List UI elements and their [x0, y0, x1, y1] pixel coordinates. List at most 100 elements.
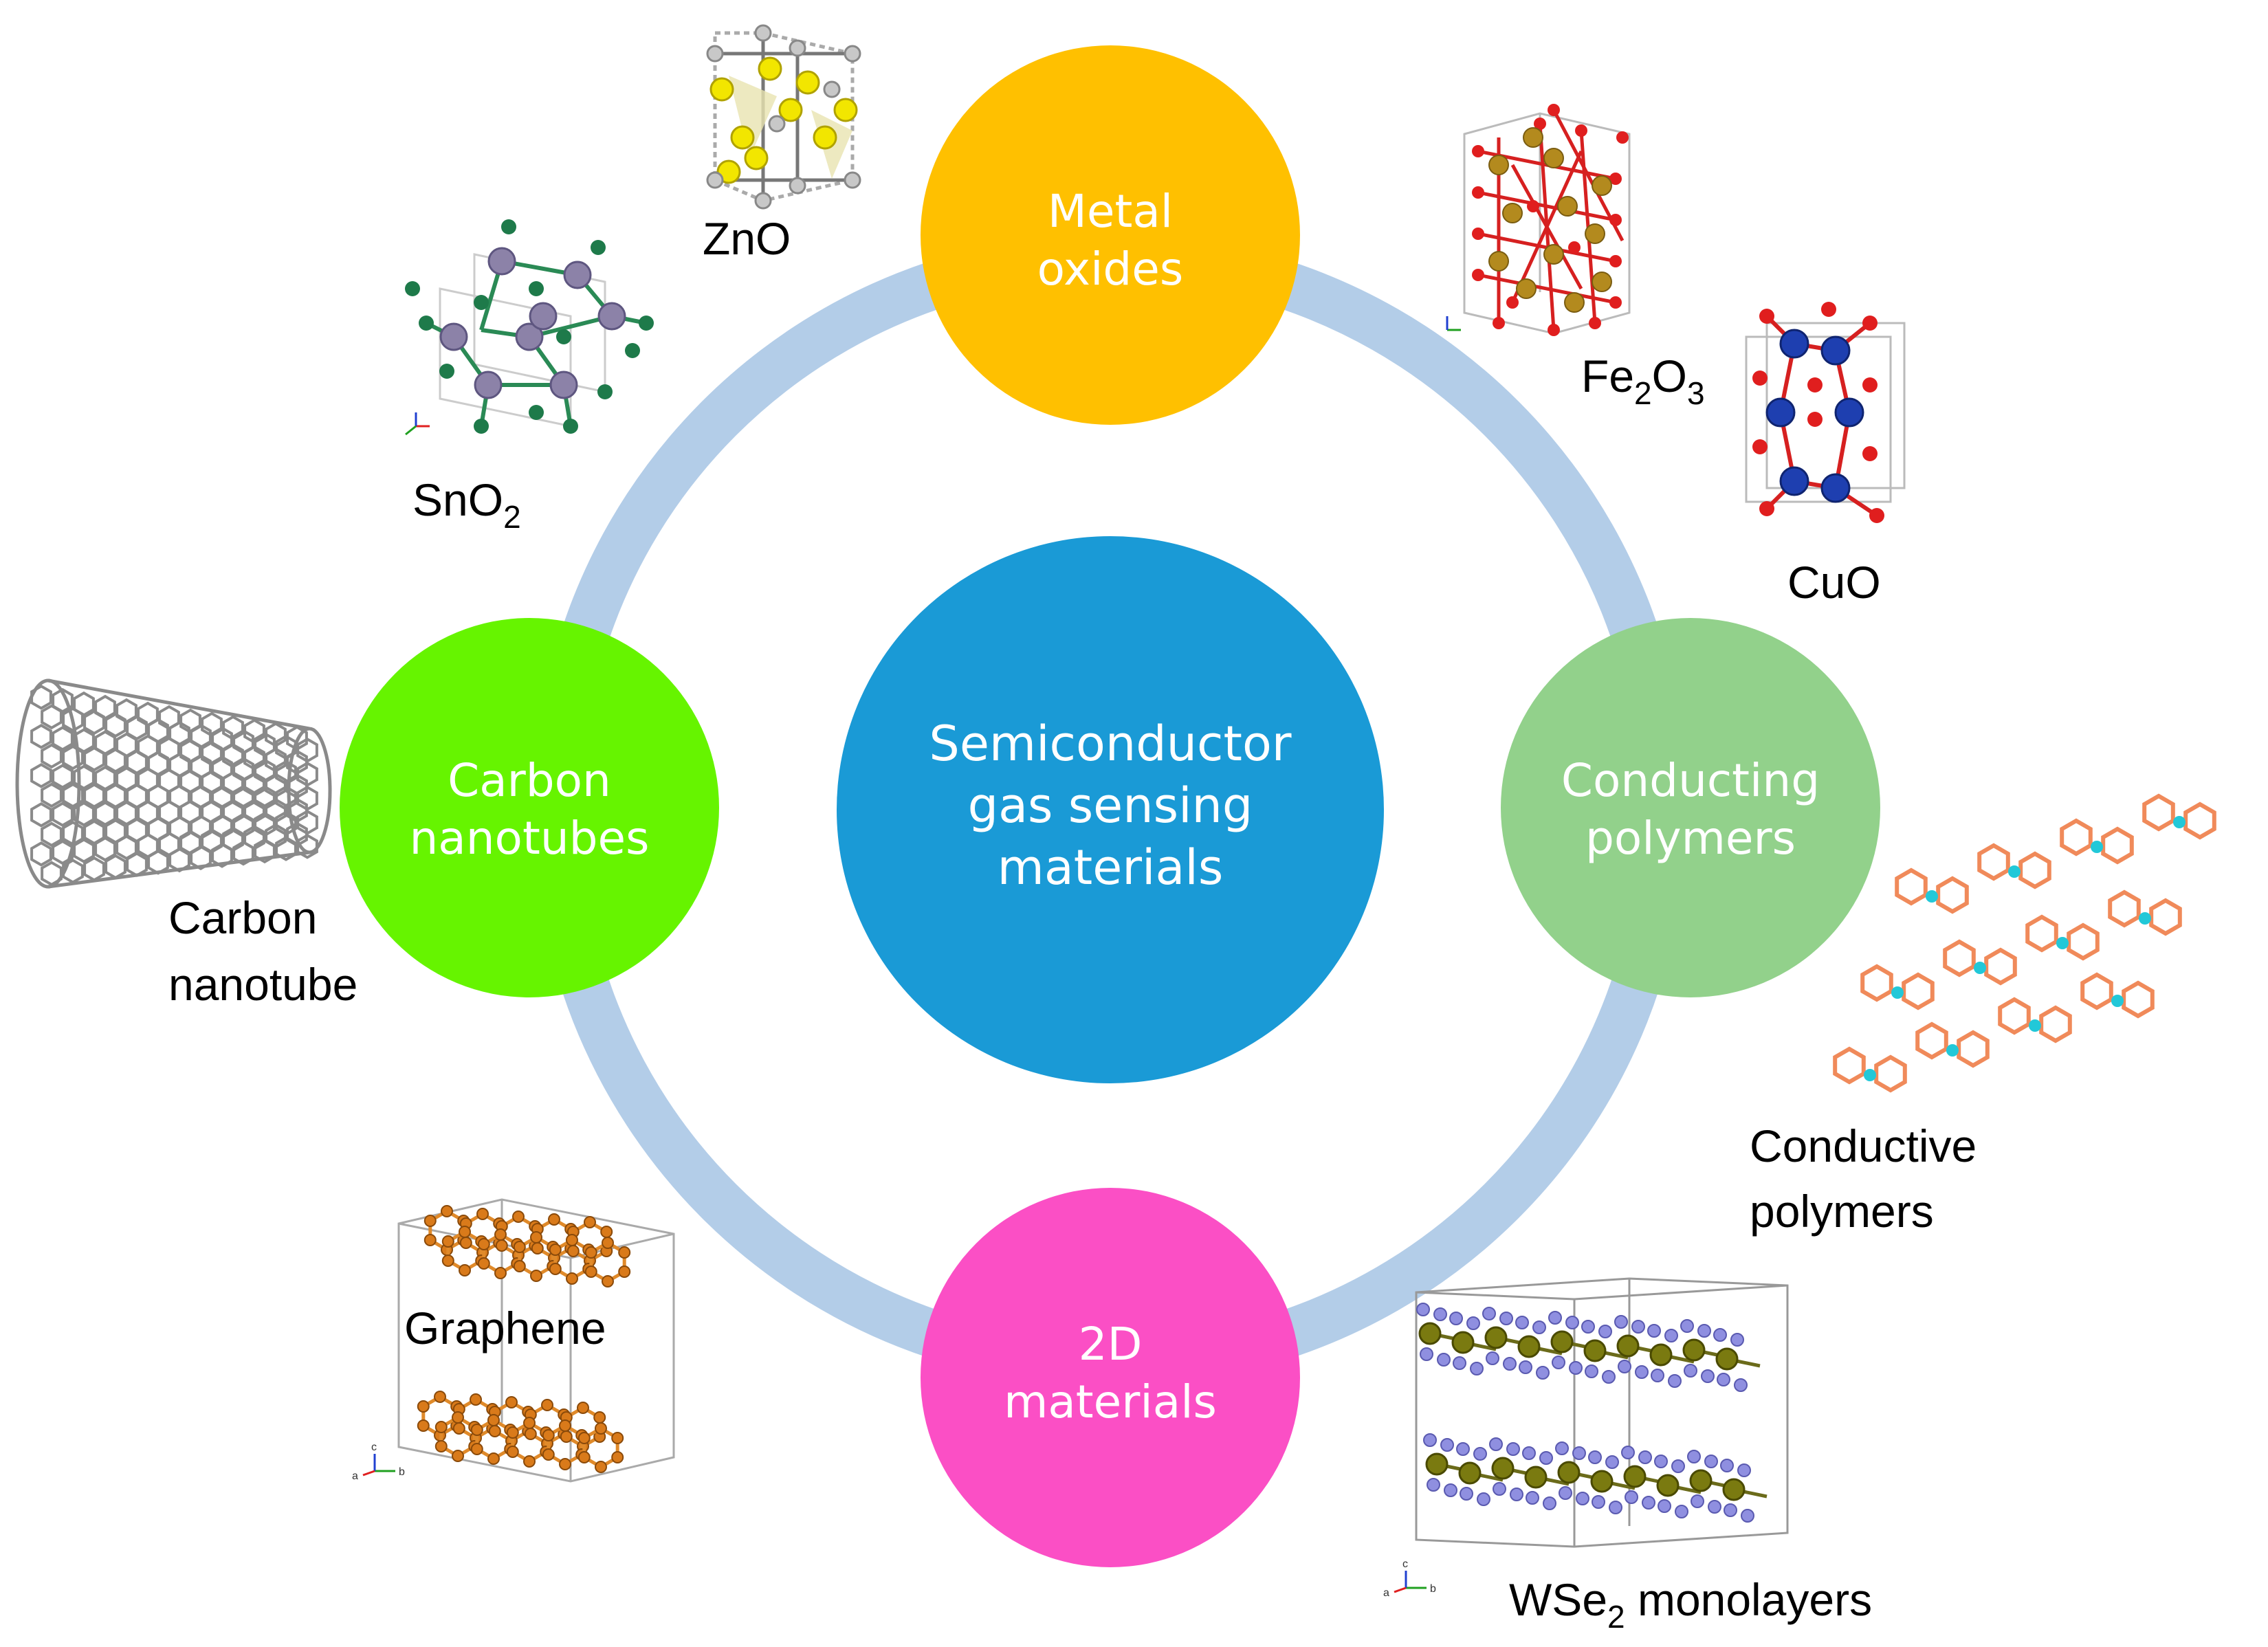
- carbon-atom: [417, 1400, 430, 1413]
- se-atom: [1466, 1316, 1480, 1330]
- nitrogen-atom: [1926, 890, 1938, 903]
- nanotube-hexagon: [41, 743, 63, 769]
- carbon-atom: [542, 1429, 555, 1441]
- carbon-atom: [487, 1414, 500, 1426]
- se-atom: [1427, 1478, 1440, 1492]
- carbon-atom: [602, 1237, 614, 1249]
- nanotube-hexagon: [52, 802, 74, 828]
- conducting-polymers-label-line1: Conducting: [1561, 754, 1820, 807]
- nanotube-hexagon: [52, 764, 74, 789]
- w-atom: [1425, 1452, 1449, 1476]
- se-atom: [1506, 1442, 1520, 1456]
- nitrogen-atom: [2111, 995, 2124, 1007]
- carbon-atom: [595, 1461, 607, 1473]
- nanotube-hexagon: [126, 852, 148, 877]
- se-atom: [1713, 1328, 1727, 1342]
- se-atom: [1489, 1437, 1503, 1451]
- polymer-ring: [2101, 826, 2134, 865]
- se-atom: [1691, 1494, 1704, 1508]
- se-atom: [1543, 1496, 1556, 1510]
- nanotube-hexagon: [52, 687, 74, 714]
- carbon-atom: [470, 1393, 482, 1406]
- se-atom: [1569, 1361, 1583, 1375]
- carbon-atom: [495, 1239, 508, 1252]
- nanotube-hexagon: [168, 847, 190, 873]
- center-label-line1: Semiconductor: [929, 716, 1291, 772]
- carbon-atom: [434, 1391, 446, 1403]
- nitrogen-atom: [2029, 1019, 2041, 1032]
- se-atom: [1499, 1312, 1513, 1325]
- nanotube-hexagon: [30, 684, 52, 710]
- se-atom: [1602, 1370, 1616, 1384]
- conducting-polymers-label-line2: polymers: [1585, 812, 1796, 865]
- carbon-atom: [459, 1264, 471, 1276]
- carbon-atom: [470, 1424, 483, 1436]
- nanotube-hexagon: [211, 784, 233, 810]
- polymer-ring: [1977, 843, 2010, 881]
- polymer-ring: [2142, 793, 2175, 832]
- nitrogen-atom: [1974, 962, 1986, 974]
- se-atom: [1730, 1333, 1744, 1347]
- se-atom: [1576, 1492, 1589, 1505]
- carbon-atom: [566, 1272, 578, 1285]
- carbon-atom: [577, 1432, 591, 1444]
- nanotube-hexagon: [211, 813, 233, 839]
- carbon-atom: [523, 1417, 536, 1429]
- se-atom: [1687, 1450, 1701, 1463]
- carbon-atom: [505, 1396, 518, 1408]
- wse2-axis-c: c: [1402, 1558, 1408, 1570]
- nitrogen-atom: [2139, 912, 2151, 925]
- carbon-atom: [423, 1234, 437, 1246]
- se-atom: [1477, 1492, 1490, 1506]
- se-atom: [1717, 1373, 1730, 1386]
- center-circle: [837, 536, 1384, 1083]
- carbon-atom: [417, 1419, 430, 1432]
- nanotube-hexagon: [62, 707, 84, 733]
- carbon-atom: [584, 1246, 597, 1259]
- carbon-atom: [530, 1270, 542, 1282]
- se-atom: [1581, 1320, 1595, 1334]
- carbon-nanotube-label-line1: Carbon: [168, 892, 317, 943]
- w-atom: [1458, 1461, 1482, 1485]
- nanotube-hexagon: [41, 821, 63, 848]
- se-atom: [1486, 1351, 1499, 1365]
- carbon-atom: [549, 1243, 562, 1256]
- carbon-atom: [523, 1455, 536, 1468]
- polymer-ring: [1833, 1046, 1866, 1085]
- se-atom: [1470, 1362, 1484, 1375]
- carbon-atom: [560, 1430, 573, 1443]
- node-carbon-nanotubes: Carbon nanotubes: [340, 618, 719, 997]
- carbon-atom: [513, 1241, 526, 1253]
- carbon-atom: [512, 1211, 525, 1223]
- polymer-ring: [2183, 802, 2216, 840]
- nanotube-hexagon: [73, 728, 95, 753]
- w-atom: [1451, 1331, 1475, 1354]
- carbon-atom: [584, 1265, 597, 1278]
- polymer-ring: [2039, 1005, 2072, 1043]
- se-atom: [1680, 1319, 1694, 1333]
- se-atom: [1460, 1487, 1473, 1501]
- carbon-atom: [459, 1226, 471, 1238]
- graphene-axis-b: b: [399, 1466, 405, 1478]
- se-atom: [1548, 1311, 1562, 1325]
- nanotube-hexagon: [62, 820, 84, 846]
- graphene-sheet: [423, 1205, 631, 1287]
- w-atom: [1616, 1334, 1640, 1358]
- polymer-ring: [1998, 997, 2031, 1035]
- nitrogen-atom: [1946, 1044, 1959, 1057]
- se-atom: [1724, 1503, 1737, 1517]
- nanotube-hexagon: [30, 841, 52, 867]
- carbon-atom: [559, 1419, 571, 1432]
- carbon-atom: [548, 1213, 560, 1226]
- polymer-ring: [2080, 972, 2113, 1010]
- polymer-ring: [2149, 898, 2182, 936]
- carbon-atom: [542, 1448, 555, 1461]
- se-atom: [1433, 1307, 1447, 1321]
- 2d-materials-label-line1: 2D: [1079, 1318, 1143, 1371]
- carbon-atom: [477, 1238, 490, 1250]
- nanotube-hexagon: [62, 859, 84, 884]
- polymer-ring: [1943, 939, 1976, 977]
- nanotube-hexagon: [83, 746, 105, 772]
